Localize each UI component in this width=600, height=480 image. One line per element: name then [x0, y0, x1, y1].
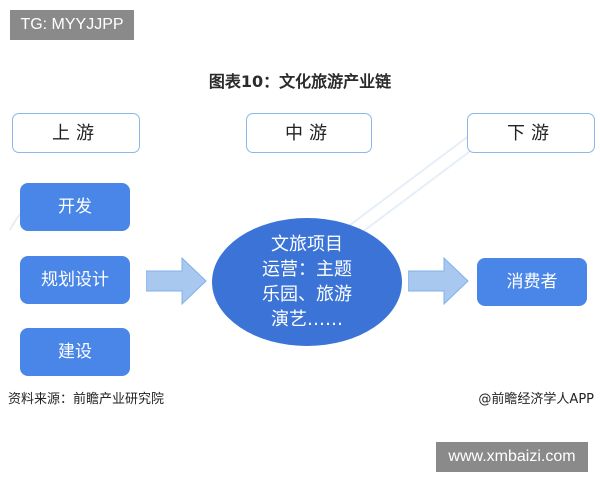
midstream-line: 运营：主题: [262, 259, 352, 280]
midstream-ellipse: 文旅项目 运营：主题 乐园、旅游 演艺……: [212, 218, 402, 346]
upstream-item-develop: 开发: [20, 183, 130, 231]
upstream-header: 上游: [12, 113, 140, 153]
midstream-header: 中游: [246, 113, 372, 153]
upstream-item-construction: 建设: [20, 328, 130, 376]
top-overlay-tag: TG: MYYJJPP: [10, 10, 134, 40]
midstream-line: 乐园、旅游: [262, 284, 352, 305]
midstream-line: 演艺……: [271, 309, 343, 330]
downstream-header: 下游: [467, 113, 595, 153]
bottom-overlay-tag: www.xmbaizi.com: [436, 442, 588, 472]
arrow-right-icon: [408, 256, 469, 306]
arrow-right-icon: [146, 256, 207, 306]
credit-note: @前瞻经济学人APP: [478, 392, 594, 407]
downstream-item-consumer: 消费者: [477, 258, 587, 306]
midstream-line: 文旅项目: [271, 234, 343, 255]
figure-title: 图表10：文化旅游产业链: [208, 72, 392, 91]
source-note: 资料来源：前瞻产业研究院: [8, 392, 165, 407]
upstream-item-planning-design: 规划设计: [20, 256, 130, 304]
